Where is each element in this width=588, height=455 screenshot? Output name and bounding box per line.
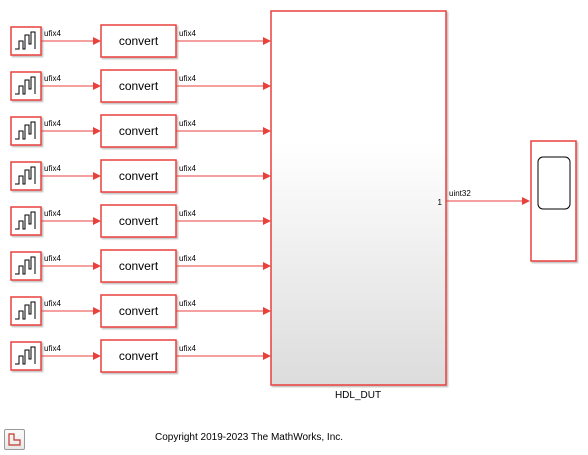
signal-source-block[interactable] [10, 26, 42, 56]
convert-block-label: convert [119, 349, 159, 363]
signal-source-block[interactable] [10, 341, 42, 371]
signal-source-block[interactable] [10, 116, 42, 146]
step-signal-icon [15, 256, 36, 275]
converted-signal-label: ufix4 [179, 29, 196, 38]
converted-signal-label: ufix4 [179, 254, 196, 263]
source-signal-label: ufix4 [44, 164, 61, 173]
signal-source-block[interactable] [10, 296, 42, 326]
convert-block[interactable] [100, 249, 177, 283]
signal-source-block[interactable] [10, 206, 42, 236]
step-signal-icon [15, 31, 36, 50]
converted-signal-label: ufix4 [179, 119, 196, 128]
hdl-dut-name: HDL_DUT [335, 390, 381, 401]
convert-block-label: convert [119, 214, 159, 228]
step-signal-icon [15, 121, 36, 140]
scope-icon [537, 156, 571, 210]
step-signal-icon [15, 301, 36, 320]
source-signal-label: ufix4 [44, 119, 61, 128]
signal-source-block[interactable] [10, 71, 42, 101]
source-signal-label: ufix4 [44, 299, 61, 308]
step-signal-icon [15, 166, 36, 185]
step-signal-icon [15, 76, 36, 95]
step-signal-icon [15, 346, 36, 365]
converted-signal-label: ufix4 [179, 209, 196, 218]
converted-signal-label: ufix4 [179, 299, 196, 308]
source-signal-label: ufix4 [44, 29, 61, 38]
convert-block[interactable] [100, 204, 177, 238]
convert-block[interactable] [100, 159, 177, 193]
convert-block[interactable] [100, 339, 177, 373]
converted-signal-label: ufix4 [179, 344, 196, 353]
convert-block-label: convert [119, 304, 159, 318]
convert-block-label: convert [119, 124, 159, 138]
dut-output-port-number: 1 [438, 198, 443, 207]
convert-block-label: convert [119, 169, 159, 183]
output-signal-label: uint32 [449, 189, 471, 198]
signal-source-block[interactable] [10, 251, 42, 281]
step-signal-icon [15, 211, 36, 230]
signal-source-block[interactable] [10, 161, 42, 191]
convert-block-label: convert [119, 34, 159, 48]
source-signal-label: ufix4 [44, 74, 61, 83]
converted-signal-label: ufix4 [179, 74, 196, 83]
convert-block-label: convert [119, 79, 159, 93]
source-signal-label: ufix4 [44, 344, 61, 353]
hdl-dut-block[interactable] [270, 10, 447, 386]
model-info-icon[interactable] [4, 429, 25, 450]
copyright-text: Copyright 2019-2023 The MathWorks, Inc. [155, 432, 343, 443]
convert-block-label: convert [119, 259, 159, 273]
source-signal-label: ufix4 [44, 254, 61, 263]
source-signal-label: ufix4 [44, 209, 61, 218]
converted-signal-label: ufix4 [179, 164, 196, 173]
